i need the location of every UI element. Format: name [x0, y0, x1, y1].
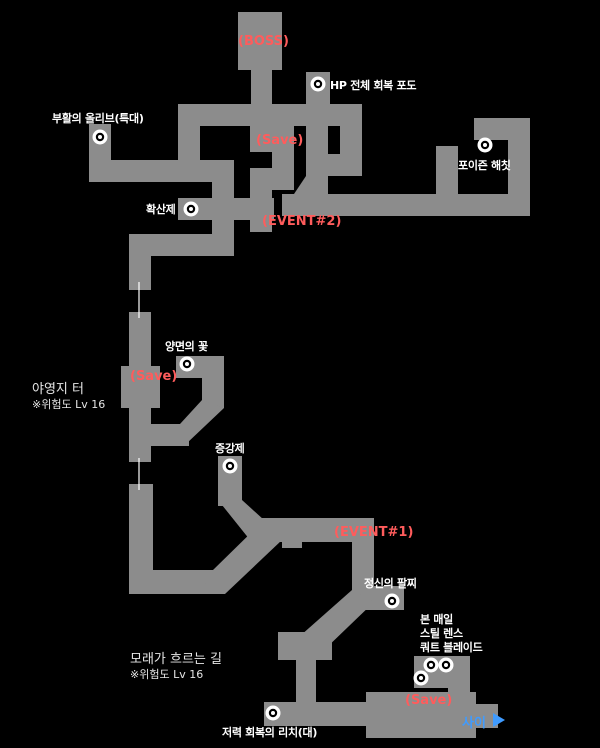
area-danger-sand-road: ※위험도 Lv 16 [130, 668, 204, 681]
item-marker-diffuser [183, 201, 199, 217]
area-name-camp: 야영지 터 [32, 382, 84, 397]
item-marker-enhancer [222, 458, 238, 474]
item-label-steel-lance: 스틸 렌스 [420, 627, 463, 640]
item-marker-quartz-blade [413, 670, 429, 686]
item-label-quartz-blade: 쿼트 블레이드 [420, 641, 483, 654]
boss-label: (BOSS) [238, 34, 289, 49]
exit-label[interactable]: 사이 [462, 716, 486, 731]
item-label-diffuser: 확산제 [146, 203, 176, 216]
item-marker-bone-meal [423, 657, 439, 673]
event2-label: (EVENT#2) [262, 214, 342, 229]
item-label-olive: 부활의 올리브(특대) [52, 112, 144, 125]
item-marker-olive [92, 129, 108, 145]
item-label-bangle: 정신의 팔찌 [364, 577, 417, 590]
item-label-bone-meal: 본 매일 [420, 613, 453, 626]
item-marker-hp-grape [310, 76, 326, 92]
area-danger-camp: ※위험도 Lv 16 [32, 398, 106, 411]
item-marker-lychee [265, 705, 281, 721]
item-label-lychee: 저력 회복의 리치(대) [222, 726, 318, 739]
save-label-top: (Save) [256, 133, 304, 148]
item-markers [92, 76, 493, 721]
item-label-enhancer: 증강제 [215, 442, 245, 455]
item-label-hp-grape: HP 전체 회복 포도 [330, 79, 417, 92]
item-label-poison-hatchet: 포이즌 해칫 [458, 159, 511, 172]
right-triangle-icon [493, 713, 505, 727]
item-marker-bangle [384, 593, 400, 609]
event1-label: (EVENT#1) [334, 525, 414, 540]
area-name-sand-road: 모래가 흐르는 길 [130, 652, 222, 667]
item-marker-poison-hatchet [477, 137, 493, 153]
item-marker-flower [179, 356, 195, 372]
save-label-bottom: (Save) [405, 693, 453, 708]
item-marker-steel-lance [438, 657, 454, 673]
corridors [89, 12, 530, 738]
save-label-camp: (Save) [130, 369, 178, 384]
item-label-flower: 양면의 꽃 [165, 340, 208, 353]
